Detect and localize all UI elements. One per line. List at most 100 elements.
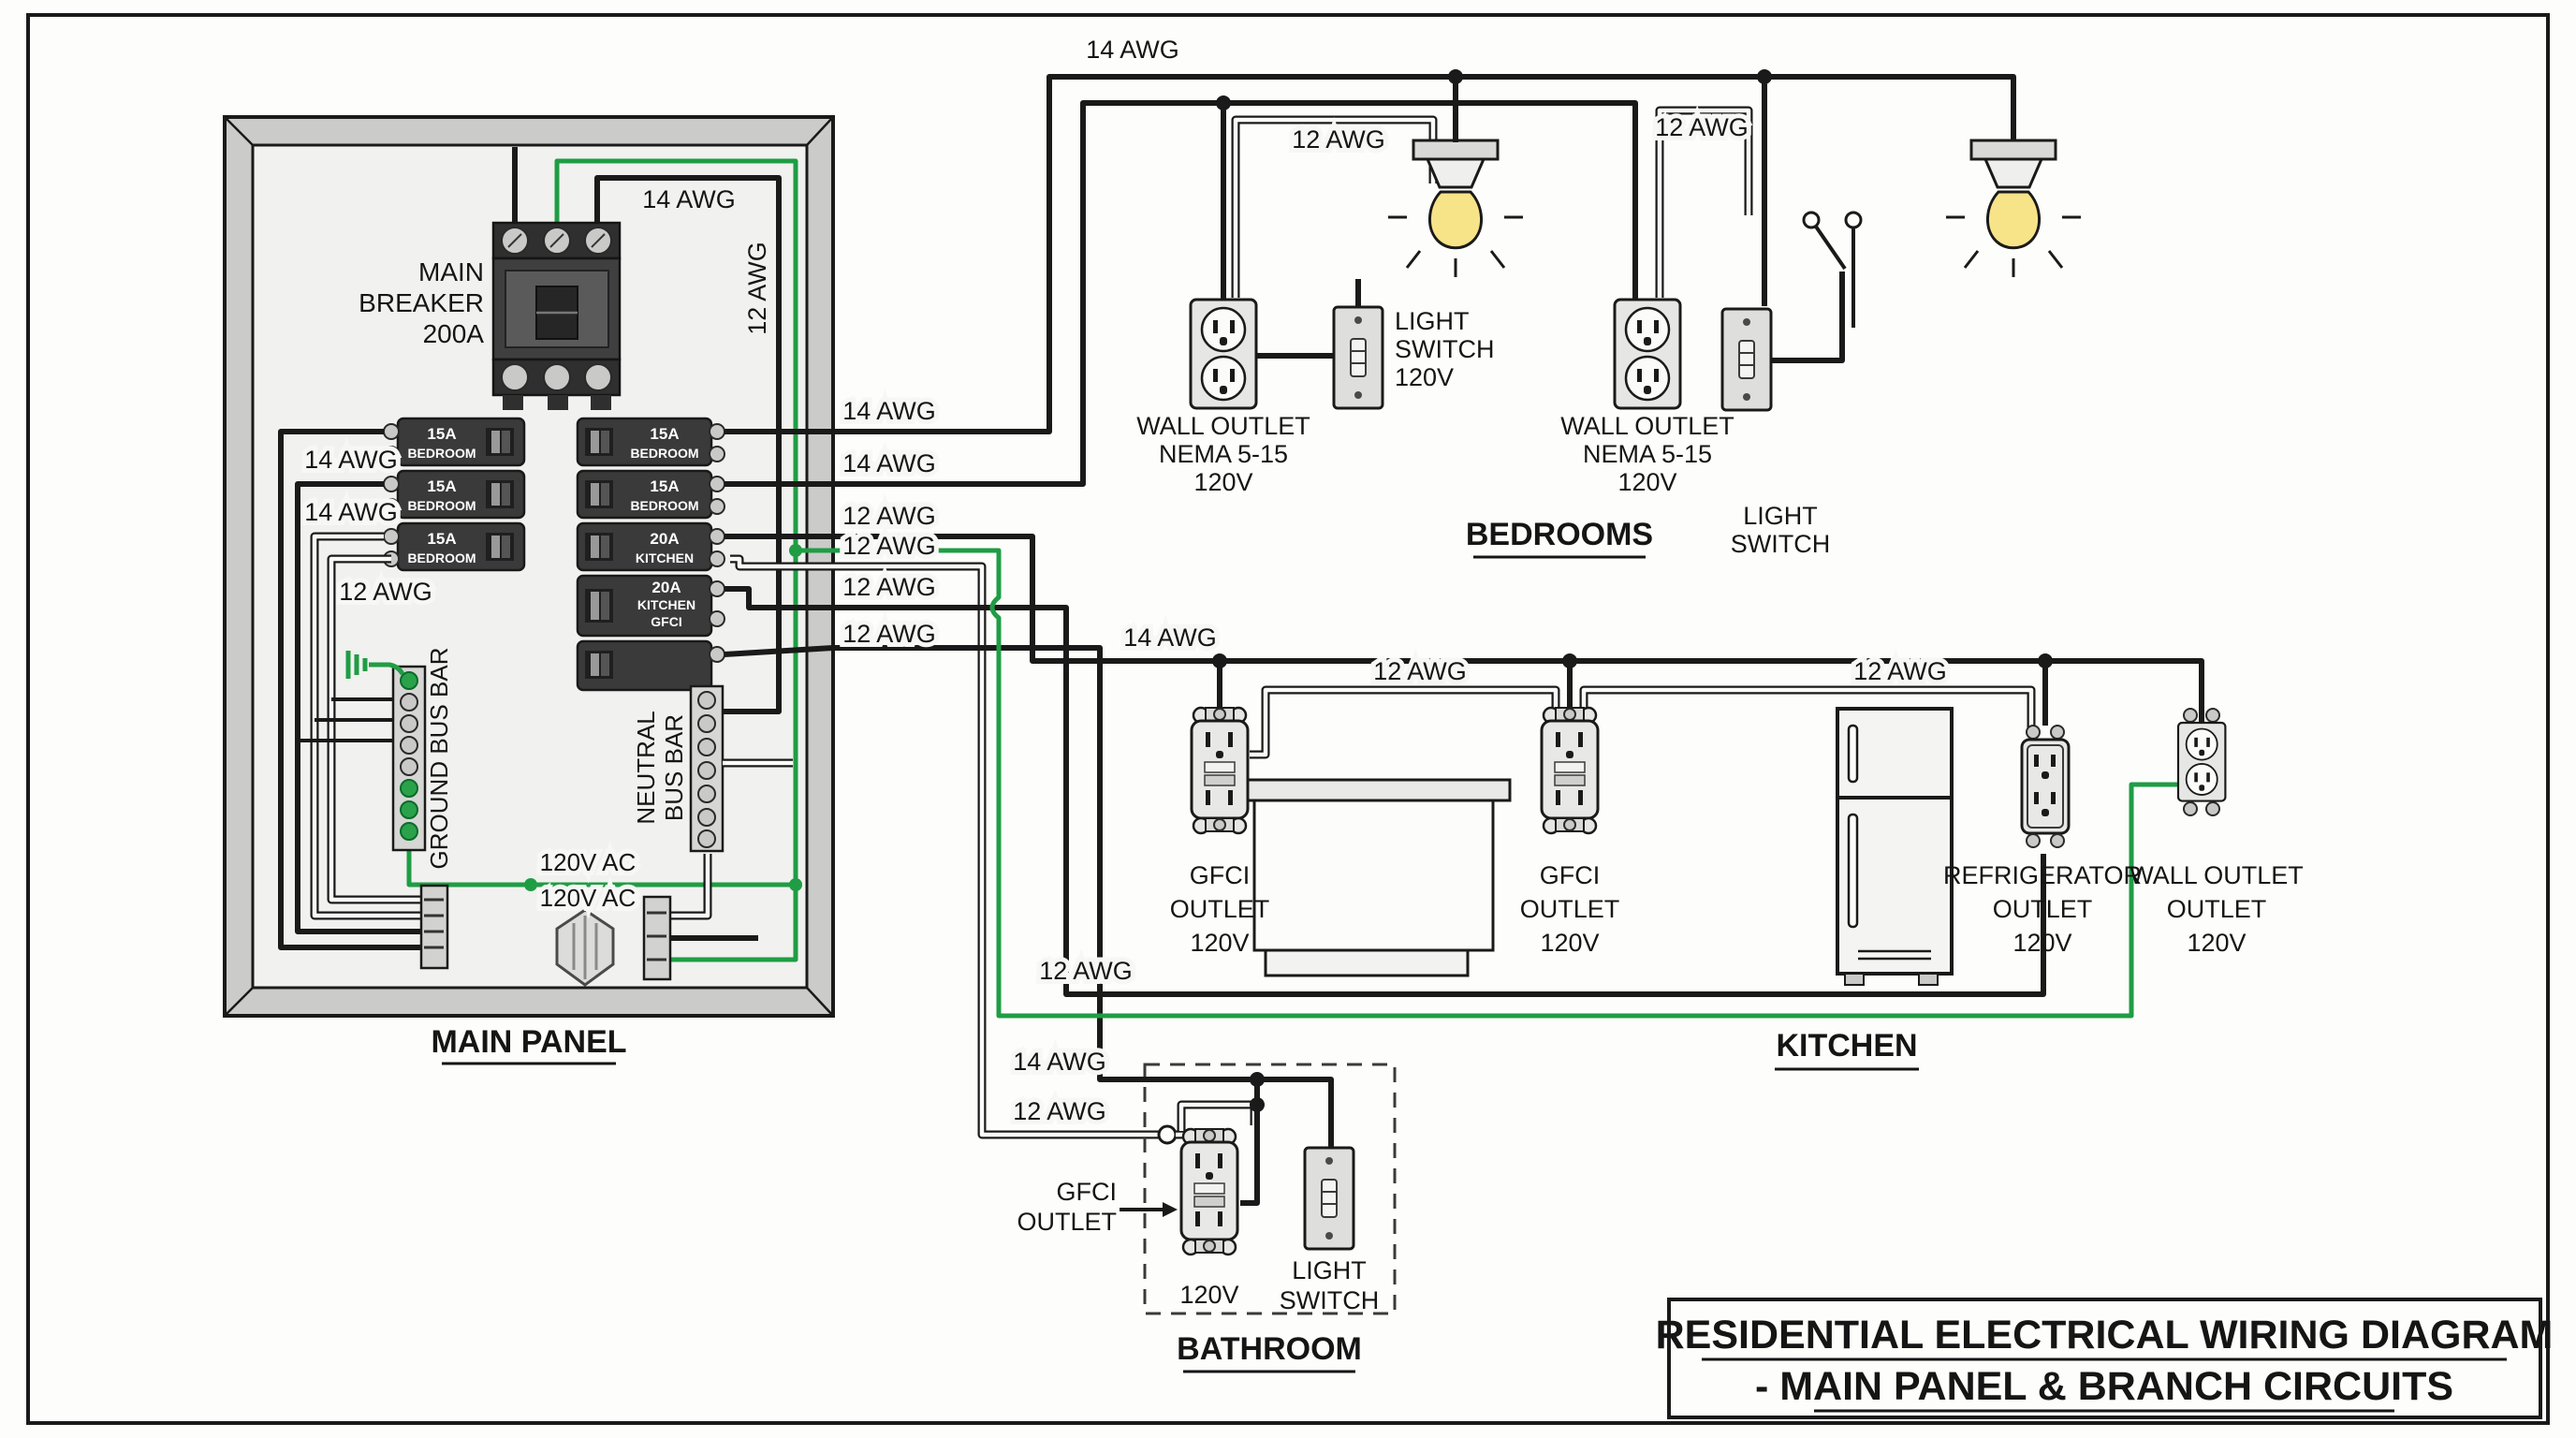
breaker-room: KITCHEN bbox=[636, 550, 694, 565]
bathroom-gfci-label-2: OUTLET bbox=[1017, 1208, 1117, 1236]
switch2-label-2: SWITCH bbox=[1731, 530, 1830, 558]
gfci-outlet-bathroom-icon bbox=[1179, 1127, 1239, 1256]
wire-label-12awg-bathroom: 12 AWG bbox=[1013, 1097, 1106, 1125]
panel-green-bottom bbox=[406, 850, 796, 888]
wire-kitchen-neutral-2-core bbox=[1581, 687, 2034, 732]
neutral-bus-bar bbox=[689, 684, 793, 853]
voltage-label-2: 120V AC bbox=[540, 884, 637, 912]
main-panel: MAIN BREAKER 200A 14 AWG 12 AWG 15A BEDR… bbox=[223, 115, 835, 1018]
breaker-room-2: GFCI bbox=[651, 614, 681, 629]
switch1-label-3: 120V bbox=[1395, 363, 1454, 391]
ground-symbol-icon bbox=[345, 651, 368, 679]
wire-kitchen-neutral-1-core bbox=[1250, 687, 1559, 757]
bathroom-gfci-label-1: GFCI bbox=[1057, 1178, 1118, 1206]
kitchen-wall-outlet-label-3: 120V bbox=[2187, 929, 2246, 957]
gfci-callout-arrow bbox=[1120, 1202, 1178, 1217]
wire-label-12awg-kitchen-2: 12 AWG bbox=[1853, 657, 1947, 685]
wire-switch2-return bbox=[1771, 271, 1845, 363]
outlet2-label-1: WALL OUTLET bbox=[1560, 412, 1734, 440]
shield-icon bbox=[555, 908, 615, 987]
breaker-amps: 15A bbox=[650, 477, 679, 495]
wire-bathroom-hot bbox=[724, 645, 1334, 1148]
main-breaker-label-1: MAIN bbox=[418, 257, 484, 286]
breaker-room: BEDROOM bbox=[630, 446, 698, 461]
light-switch-bathroom-icon bbox=[1303, 1146, 1355, 1251]
gfci-outlet-kitchen2-icon bbox=[1540, 706, 1600, 835]
breaker-15a-bedroom-3: 15A BEDROOM bbox=[383, 521, 526, 572]
bathroom-switch-label-1: LIGHT bbox=[1292, 1256, 1367, 1284]
kitchen-island bbox=[1237, 778, 1512, 977]
wire-label-14awg-bathroom: 14 AWG bbox=[1013, 1048, 1106, 1076]
breaker-room: BEDROOM bbox=[407, 498, 476, 513]
breaker-amps: 15A bbox=[427, 425, 456, 443]
breaker-20a-kitchen: 20A KITCHEN bbox=[576, 521, 725, 572]
wire-label-14awg-panel-top: 14 AWG bbox=[642, 185, 736, 213]
wire-bedroom2-hot bbox=[724, 100, 1638, 487]
kitchen-wall-outlet-label-1: WALL OUTLET bbox=[2130, 861, 2304, 889]
wire-label-14awg-left-2: 14 AWG bbox=[304, 498, 398, 526]
voltage-label-1: 120V AC bbox=[540, 848, 637, 876]
wire-label-14awg-kitchen: 14 AWG bbox=[1123, 624, 1217, 652]
bathroom-switch-label-2: SWITCH bbox=[1280, 1286, 1379, 1314]
gfci-outlet-kitchen1-icon bbox=[1190, 706, 1250, 835]
fridge-outlet-label-2: OUTLET bbox=[1993, 895, 2093, 923]
breaker-20a-kitchen-gfci: 20A KITCHEN GFCI bbox=[576, 574, 725, 638]
breaker-column-left: 15A BEDROOM 15A BEDROOM 15A BEDROOM bbox=[383, 417, 526, 572]
outlet1-label-1: WALL OUTLET bbox=[1136, 412, 1310, 440]
gfci1-label-1: GFCI bbox=[1190, 861, 1251, 889]
gfci2-label-1: GFCI bbox=[1540, 861, 1601, 889]
wire-label-right-4: 12 AWG bbox=[842, 532, 936, 560]
main-breaker-label-3: 200A bbox=[423, 319, 485, 348]
breaker-amps: 15A bbox=[427, 477, 456, 495]
lug-block-left bbox=[419, 884, 449, 970]
ground-bus-bar bbox=[298, 651, 427, 852]
outlet1-label-2: NEMA 5-15 bbox=[1159, 440, 1288, 468]
main-breaker-label-2: BREAKER bbox=[359, 288, 484, 317]
wire-label-14awg-bedrooms: 14 AWG bbox=[1086, 36, 1179, 64]
wire-label-right-5: 12 AWG bbox=[842, 573, 936, 601]
panel-green-riser bbox=[554, 158, 798, 962]
main-breaker bbox=[491, 221, 622, 410]
gfci1-label-3: 120V bbox=[1190, 929, 1249, 957]
switch2-label-1: LIGHT bbox=[1743, 502, 1818, 530]
wire-kitchen-bottom bbox=[724, 586, 2046, 997]
wire-bedroom2-neutral-loop-core bbox=[1657, 108, 1751, 298]
wire-label-right-3: 12 AWG bbox=[842, 502, 936, 530]
breaker-column-right: 15A BEDROOM 15A BEDROOM 20A KITCHEN bbox=[576, 417, 725, 692]
title-block: RESIDENTIAL ELECTRICAL WIRING DIAGRAM - … bbox=[1656, 1298, 2553, 1419]
light-switch-bedroom1-icon bbox=[1332, 305, 1384, 410]
wire-left-2 bbox=[295, 481, 423, 934]
breaker-amps: 15A bbox=[427, 530, 456, 548]
diagram-title-line-2: - MAIN PANEL & BRANCH CIRCUITS bbox=[1755, 1364, 2453, 1409]
outlet1-label-3: 120V bbox=[1193, 468, 1252, 496]
lug-block-right bbox=[642, 854, 758, 981]
wire-kitchen-hot bbox=[724, 534, 2204, 723]
kitchen-section: 14 AWG 12 AWG 12 AWG 12 AWG bbox=[1034, 619, 2304, 1071]
gfci1-label-2: OUTLET bbox=[1170, 895, 1270, 923]
wire-label-12awg-panel-side: 12 AWG bbox=[743, 242, 771, 335]
neutral-bus-label-1: NEUTRAL bbox=[632, 711, 660, 824]
breaker-15a-bedroom-4: 15A BEDROOM bbox=[576, 417, 725, 467]
refrigerator-icon bbox=[1836, 707, 1954, 986]
bathroom-section: 14 AWG 12 AWG GFCI OUTLET 120V LIGHT SWI… bbox=[1008, 1043, 1397, 1373]
outlet2-label-2: NEMA 5-15 bbox=[1583, 440, 1712, 468]
bedrooms-heading: BEDROOMS bbox=[1466, 517, 1653, 552]
wire-left-1 bbox=[278, 429, 423, 950]
bathroom-boundary bbox=[1143, 1063, 1397, 1315]
wire-label-12awg-kitchen-bottom: 12 AWG bbox=[1039, 957, 1133, 985]
fridge-outlet-label-1: REFRIGERATOR bbox=[1943, 861, 2142, 889]
breaker-room: KITCHEN bbox=[637, 597, 695, 612]
gfci2-label-2: OUTLET bbox=[1520, 895, 1620, 923]
branch-wires: 14 AWG 14 AWG 12 AWG 12 AWG 12 AWG 12 AW… bbox=[724, 74, 2204, 1148]
wire-label-12awg-kitchen-1: 12 AWG bbox=[1373, 657, 1467, 685]
bathroom-heading: BATHROOM bbox=[1177, 1331, 1362, 1367]
wall-outlet-bedroom1-icon bbox=[1189, 298, 1258, 410]
outlet2-label-3: 120V bbox=[1617, 468, 1676, 496]
breaker-room: BEDROOM bbox=[407, 550, 476, 565]
wall-outlet-kitchen-icon bbox=[2176, 708, 2227, 816]
wire-kitchen-ground bbox=[796, 548, 2178, 1019]
gfci2-label-3: 120V bbox=[1540, 929, 1599, 957]
fridge-outlet-label-3: 120V bbox=[2012, 929, 2071, 957]
switch1-label-2: SWITCH bbox=[1395, 335, 1494, 363]
bedrooms-section: 14 AWG 12 AWG WALL OUTLET NEMA 5-15 120V… bbox=[1086, 36, 2083, 559]
